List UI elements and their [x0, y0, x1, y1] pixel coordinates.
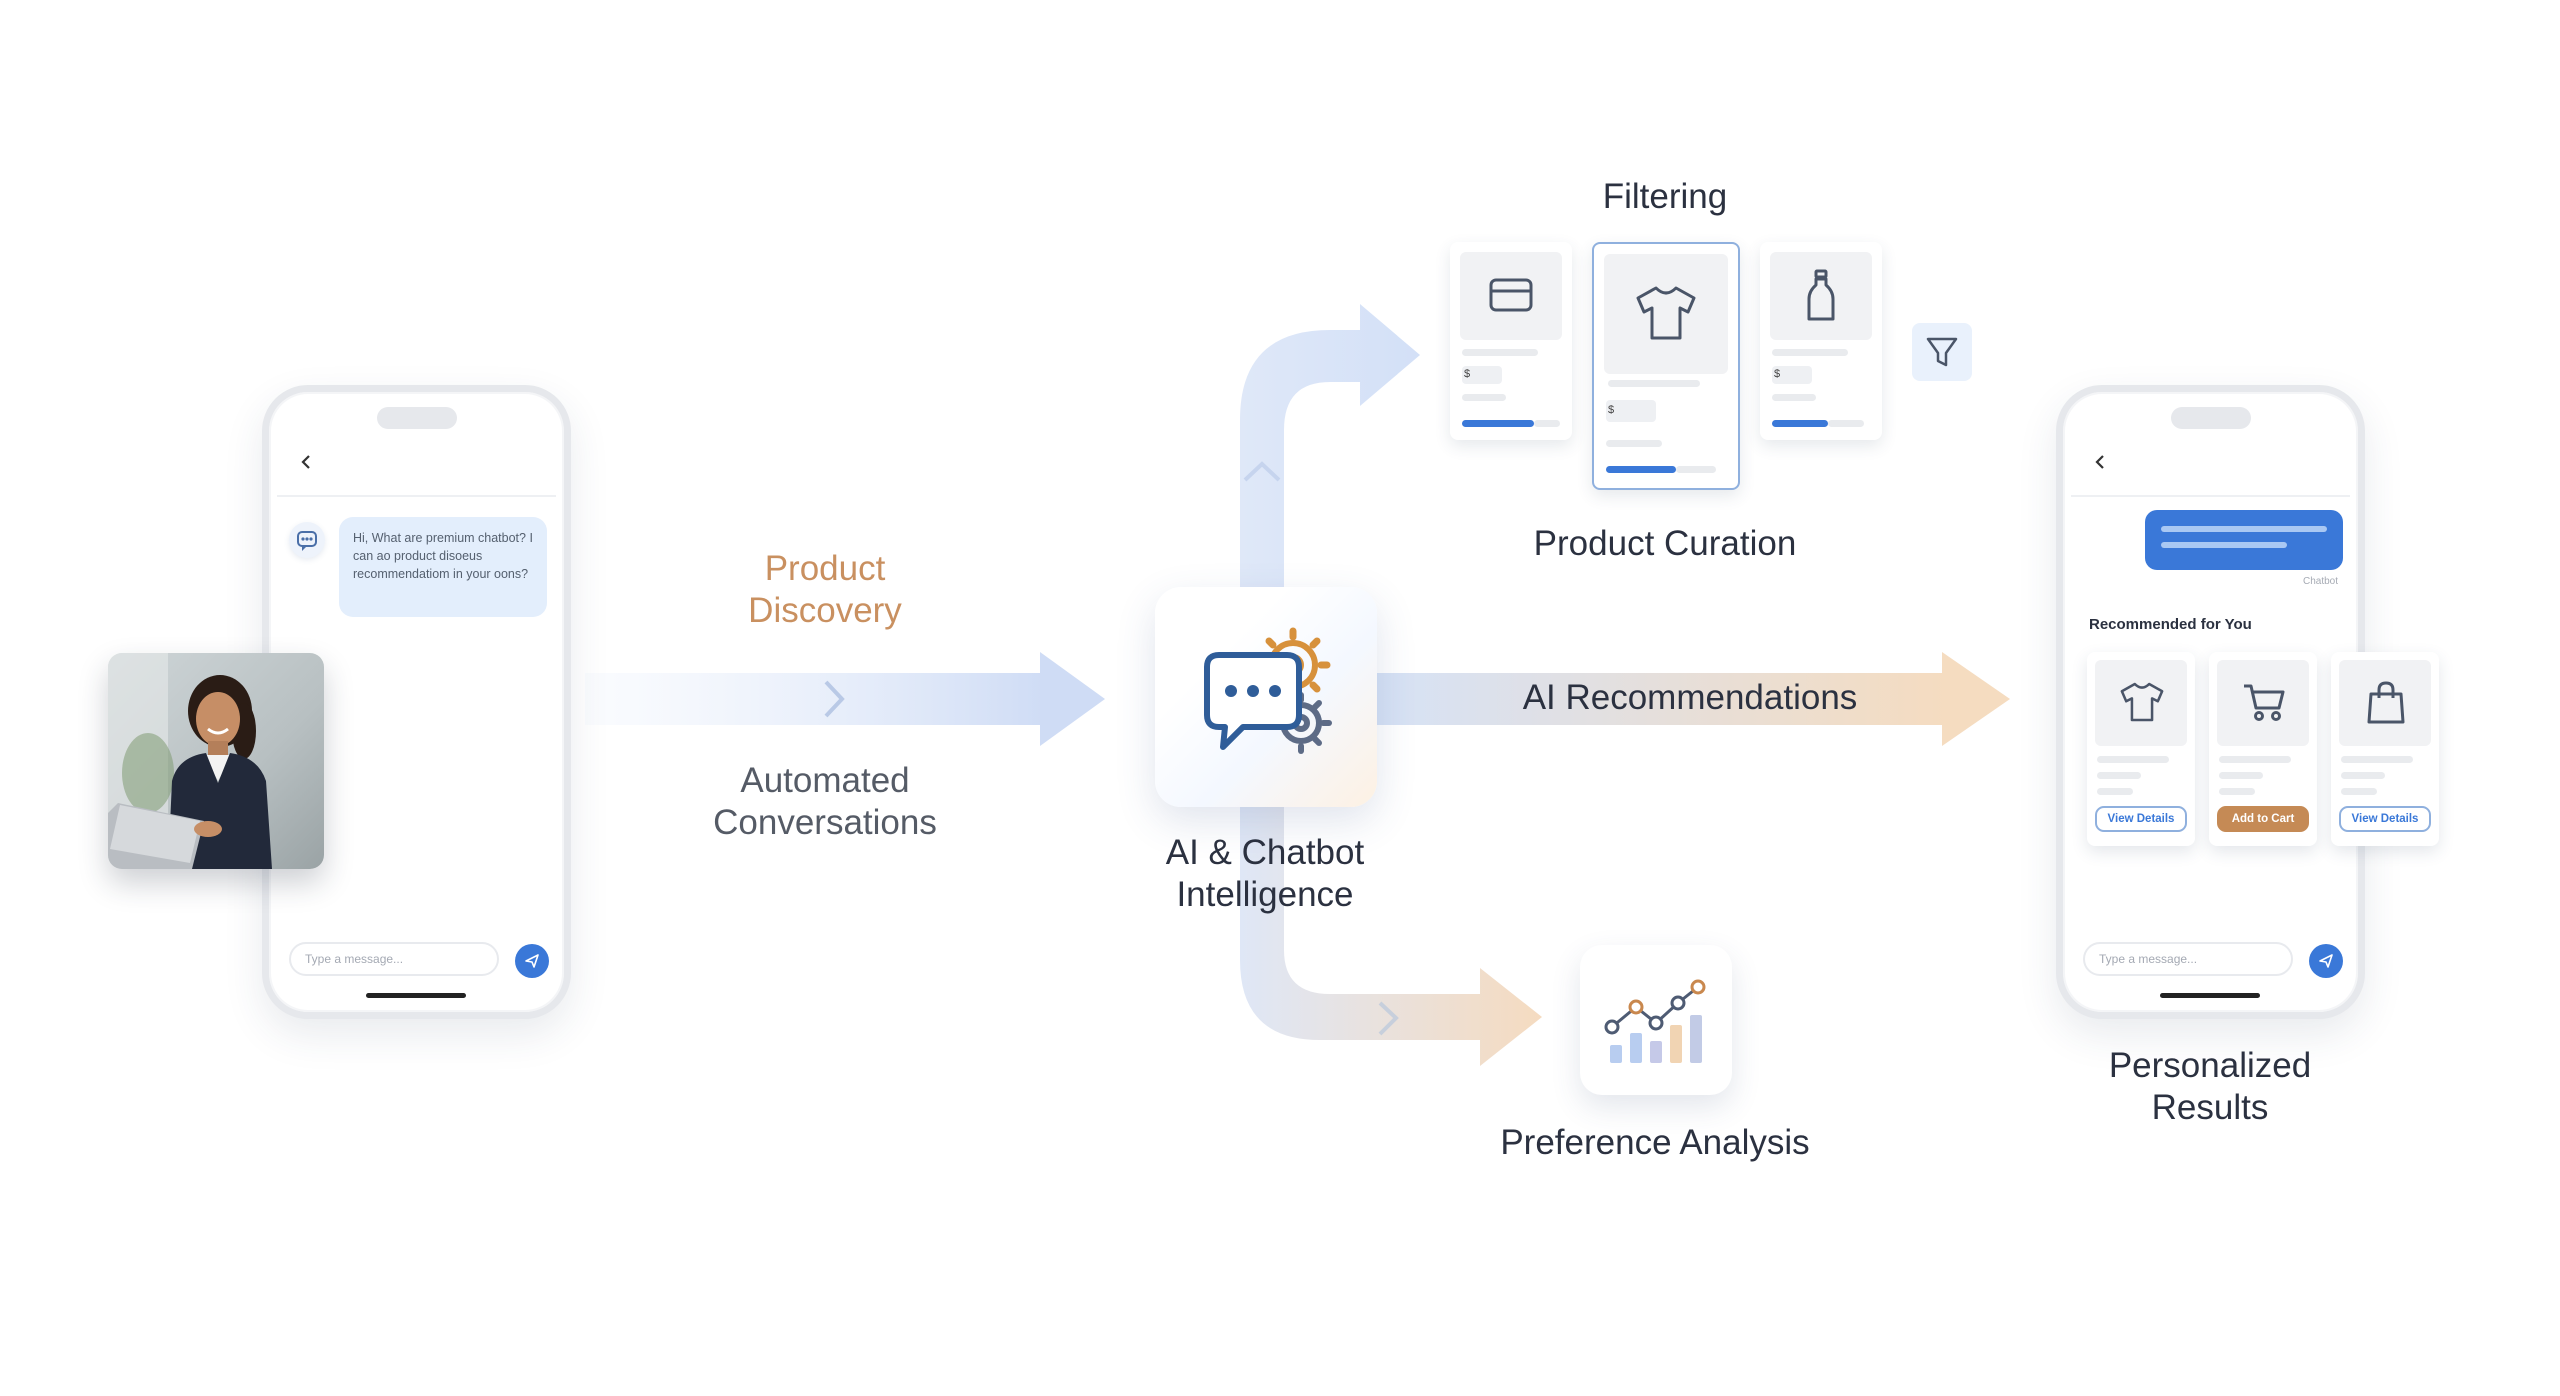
product-image	[2339, 660, 2431, 746]
product-title-line	[1772, 349, 1848, 356]
product-card-2-selected[interactable]: $	[1592, 242, 1740, 490]
product-image	[1604, 254, 1728, 374]
header-divider	[2071, 495, 2350, 497]
arrow-recommendations	[1377, 652, 2010, 746]
product-image	[2095, 660, 2187, 746]
home-indicator	[366, 993, 466, 998]
product-rating-bar	[1772, 420, 1828, 427]
product-rating-rest	[1534, 420, 1560, 427]
product-rating-bar	[1606, 466, 1676, 473]
cart-icon	[2244, 684, 2285, 721]
price-pill	[1606, 400, 1656, 422]
send-icon	[525, 954, 539, 968]
chat-phone-right: Chatbot Recommended for You View Details…	[2056, 385, 2439, 1019]
recommended-card-3[interactable]: View Details	[2331, 652, 2439, 846]
product-price: $	[1464, 368, 1471, 380]
chatbot-icon	[297, 531, 317, 551]
message-input[interactable]: Type a message...	[2083, 942, 2293, 976]
product-image	[1770, 252, 1872, 340]
product-card-1[interactable]: $	[1450, 242, 1572, 440]
product-rating-bar	[1462, 420, 1534, 427]
product-desc-line	[1606, 440, 1662, 447]
header-divider	[277, 495, 556, 497]
message-input[interactable]: Type a message...	[289, 942, 499, 976]
add-to-cart-button[interactable]: Add to Cart	[2217, 806, 2309, 832]
product-image	[2217, 660, 2309, 746]
chatbot-reply-bubble	[2145, 510, 2343, 570]
home-indicator	[2160, 993, 2260, 998]
recommended-card-1[interactable]: View Details	[2087, 652, 2195, 846]
view-details-button[interactable]: View Details	[2339, 806, 2431, 832]
chatbot-gear-icon	[1204, 627, 1332, 754]
price-pill	[1462, 366, 1502, 384]
send-button[interactable]	[2309, 944, 2343, 978]
price-pill	[1772, 366, 1812, 384]
product-price: $	[1774, 368, 1781, 380]
arrow-preference	[1240, 805, 1542, 1066]
bag-icon	[2367, 681, 2405, 724]
filtering-label: Filtering	[1602, 177, 1728, 216]
preference-analysis-label: Preference Analysis	[1500, 1123, 1810, 1162]
ai-chatbot-card	[1155, 587, 1377, 807]
woman-with-laptop-image	[108, 653, 324, 869]
phone-notch	[377, 407, 457, 429]
ai-chatbot-intelligence-label: AI & Chatbot Intelligence	[1165, 833, 1365, 914]
product-rating-rest	[1828, 420, 1864, 427]
automated-conversations-label: Automated Conversations	[713, 761, 937, 842]
send-button[interactable]	[515, 944, 549, 978]
chatbot-avatar	[289, 522, 325, 558]
chatbot-sender-tag: Chatbot	[2303, 576, 2339, 587]
product-image	[1460, 252, 1562, 340]
phone-notch	[2171, 407, 2251, 429]
product-curation-label: Product Curation	[1533, 524, 1797, 563]
product-title-line	[1462, 349, 1538, 356]
filter-icon	[1926, 337, 1958, 367]
product-discovery-label: Product Discovery	[748, 549, 902, 630]
card-icon	[1489, 278, 1533, 312]
view-details-button[interactable]: View Details	[2095, 806, 2187, 832]
analytics-chart-icon	[1604, 979, 1706, 1063]
bot-message-bubble: Hi, What are premium chatbot? I can ao p…	[339, 517, 547, 617]
product-desc-line	[1462, 394, 1506, 401]
bottle-icon	[1807, 269, 1835, 321]
recommended-title: Recommended for You	[2089, 616, 2252, 633]
tshirt-icon	[2120, 682, 2164, 722]
product-price: $	[1608, 404, 1615, 416]
product-rating-rest	[1676, 466, 1716, 473]
personalized-results-label: Personalized Results	[2108, 1046, 2312, 1127]
product-title-line	[1608, 380, 1700, 387]
user-photo	[108, 653, 324, 869]
product-desc-line	[1772, 394, 1816, 401]
back-icon[interactable]	[2089, 450, 2111, 474]
recommended-card-2[interactable]: Add to Cart	[2209, 652, 2317, 846]
ai-recommendations-label: AI Recommendations	[1522, 678, 1858, 717]
back-icon[interactable]	[295, 450, 317, 474]
filter-button[interactable]	[1912, 323, 1972, 381]
send-icon	[2319, 954, 2333, 968]
tshirt-icon	[1636, 286, 1696, 340]
arrow-curation	[1240, 304, 1420, 590]
arrow-discovery	[585, 652, 1105, 746]
preference-chart-card	[1580, 945, 1732, 1095]
product-card-3[interactable]: $	[1760, 242, 1882, 440]
